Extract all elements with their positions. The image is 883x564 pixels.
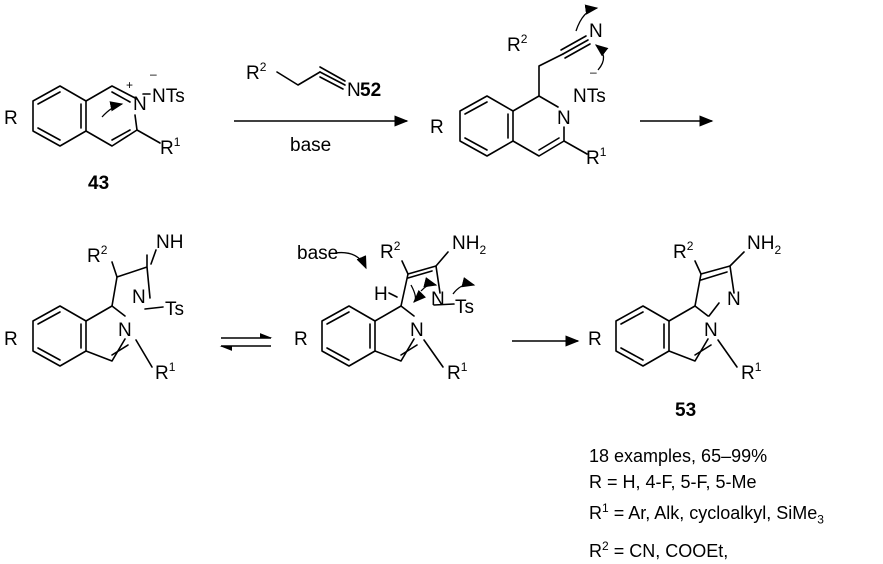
n-atom-int3-b: N <box>410 320 424 341</box>
n-atom-int1: N <box>589 21 603 42</box>
plus-charge: + <box>126 78 133 92</box>
compound-52-structure <box>276 66 346 90</box>
intermediate-3-structure <box>321 251 476 368</box>
r2-label-int3: R2 <box>380 239 401 263</box>
n-atom-int1-ring: N <box>557 108 571 129</box>
r-label-53: R <box>588 329 602 350</box>
n-atom-int2-a: N <box>132 287 146 308</box>
r-label: R <box>4 108 18 129</box>
n-atom-int2-b: N <box>118 320 132 341</box>
nts-group-int1: NTs <box>573 86 606 107</box>
n-atom-53-b: N <box>704 320 718 341</box>
base-reagent-label: base <box>290 135 331 156</box>
n-atom: N <box>133 94 147 115</box>
r-label-int1: R <box>430 117 444 138</box>
nts-group: NTs <box>152 86 185 107</box>
minus-charge: – <box>150 67 157 81</box>
r1-label-int3: R1 <box>447 360 468 384</box>
intermediate-1-structure <box>459 4 609 157</box>
intermediate-2-structure <box>32 249 164 368</box>
ts-group-int2: Ts <box>165 299 184 320</box>
base-label-int3: base <box>297 243 338 264</box>
r2-label-int2: R2 <box>87 243 108 267</box>
compound-53-label: 53 <box>675 400 696 421</box>
ts-group-int3: Ts <box>455 297 474 318</box>
examples-line: 18 examples, 65–99% <box>589 446 768 466</box>
nh2-group-53: NH2 <box>747 233 781 257</box>
r-label-int3: R <box>294 329 308 350</box>
r1-label-int1: R1 <box>586 145 607 169</box>
compound-52-label: 52 <box>360 80 381 101</box>
nh-group: NH <box>156 232 183 253</box>
equilibrium-arrows <box>219 333 273 351</box>
compound-43-label: 43 <box>88 173 109 194</box>
r1-label: R1 <box>160 135 181 159</box>
n-atom-52: N <box>347 80 361 101</box>
r-label-int2: R <box>4 329 18 350</box>
r2-substituents-line: R2 = CN, COOEt, <box>589 538 729 561</box>
r1-substituents-line: R1 = Ar, Alk, cycloalkyl, SiMe3 <box>589 501 824 527</box>
r-substituents-line: R = H, 4-F, 5-F, 5-Me <box>589 472 757 492</box>
n-atom-53-a: N <box>727 289 741 310</box>
r2-label-int1: R2 <box>507 32 528 56</box>
nh2-group-int3: NH2 <box>452 233 486 257</box>
r1-label-53: R1 <box>741 360 762 384</box>
n-atom-int3-a: N <box>431 289 445 310</box>
r2-label-52: R2 <box>246 60 267 84</box>
h-atom: H <box>374 284 388 305</box>
compound-43-structure <box>32 85 161 147</box>
r1-label-int2: R1 <box>155 360 176 384</box>
r2-label-53: R2 <box>673 239 694 263</box>
minus-charge-int1: – <box>590 65 597 79</box>
scope-notes: 18 examples, 65–99% R = H, 4-F, 5-F, 5-M… <box>589 443 824 564</box>
compound-53-structure <box>615 251 745 368</box>
